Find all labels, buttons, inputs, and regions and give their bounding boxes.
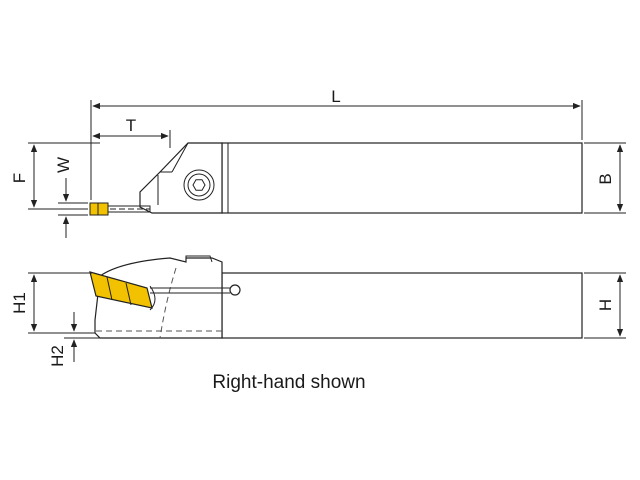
top-view: L T F W B bbox=[10, 87, 626, 238]
dim-T-label: T bbox=[126, 116, 136, 135]
dim-L-label: L bbox=[331, 87, 340, 106]
shank-top bbox=[221, 142, 583, 214]
hex-socket-icon bbox=[192, 179, 206, 191]
dim-H-label: H bbox=[596, 299, 615, 311]
insert-side bbox=[89, 271, 153, 309]
dim-W-label: W bbox=[54, 157, 73, 173]
caption-right-hand-shown: Right-hand shown bbox=[212, 372, 365, 393]
dim-F-label: F bbox=[10, 173, 29, 183]
clamp-screw-outer bbox=[183, 169, 215, 201]
head-top bbox=[139, 142, 223, 214]
dim-B-label: B bbox=[596, 173, 615, 184]
head-slot-line-2 bbox=[171, 142, 189, 173]
dim-H1-label: H1 bbox=[10, 292, 29, 314]
clamp-lobe bbox=[185, 255, 213, 263]
clamp-rod-end bbox=[229, 284, 241, 296]
insert-side-detail-1 bbox=[106, 276, 113, 301]
shank-side bbox=[221, 272, 583, 339]
clamp-screw-ring bbox=[187, 173, 211, 197]
insert-side-detail-2 bbox=[125, 282, 132, 306]
dim-H2-label: H2 bbox=[48, 345, 67, 367]
hidden-arc-head bbox=[159, 267, 177, 339]
side-view: H1 H2 H bbox=[10, 255, 626, 367]
insert-top bbox=[89, 202, 109, 216]
